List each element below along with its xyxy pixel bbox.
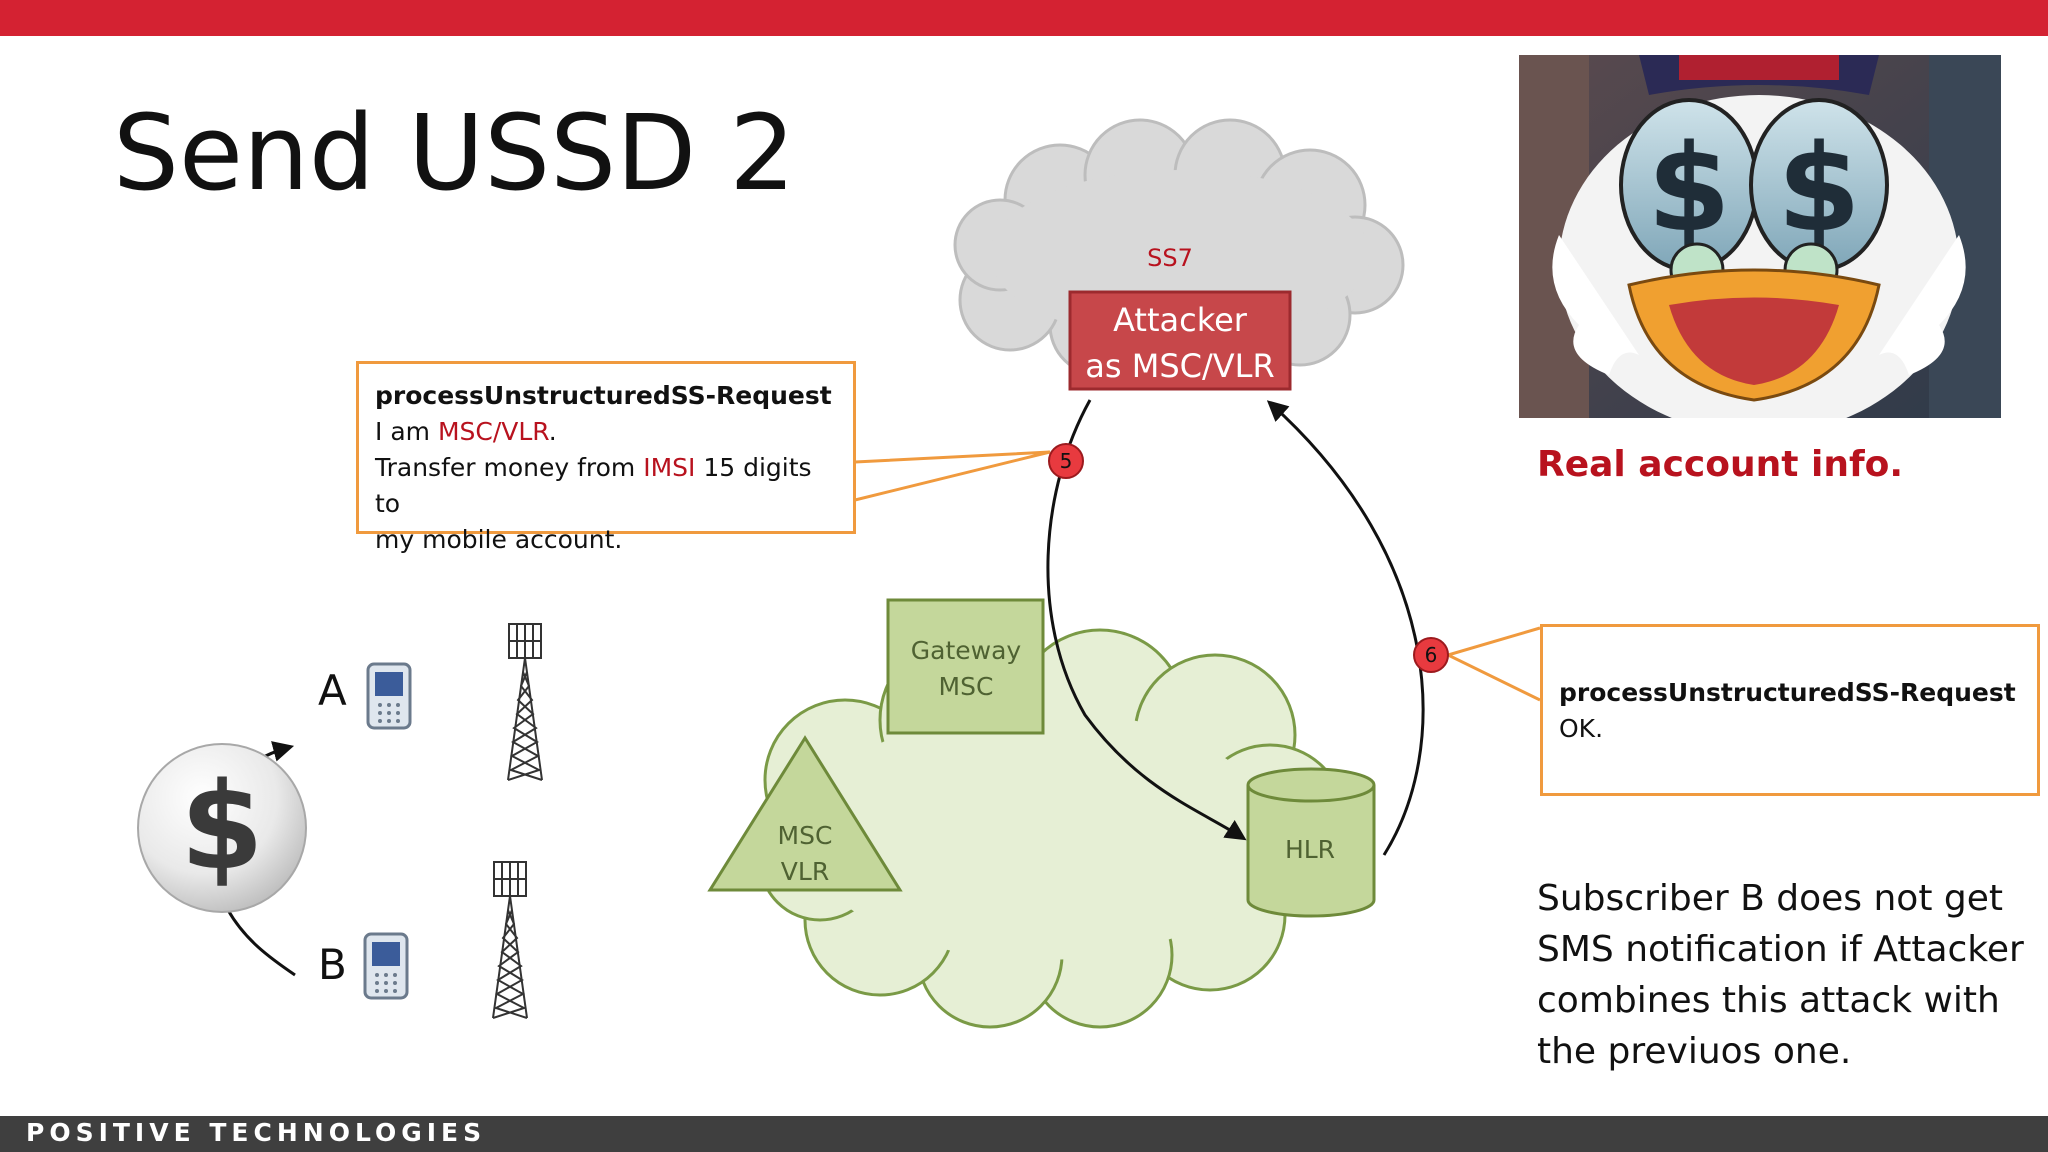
request-callout-line-1: I am MSC/VLR. (375, 417, 557, 446)
request-callout-line-2: Transfer money from IMSI 15 digits to (375, 453, 812, 518)
callout-6-pointer (1443, 626, 1541, 702)
mobile-phone-icon (366, 662, 412, 730)
step-5-marker (1048, 443, 1084, 479)
request-callout-line-3: my mobile account. (375, 525, 623, 554)
mobile-phone-icon (363, 932, 409, 1000)
ss7-cloud-label: SS7 (1147, 244, 1193, 272)
request-callout-title: processUnstructuredSS-Request (375, 381, 832, 410)
response-callout-title: processUnstructuredSS-Request (1559, 678, 2016, 707)
cartoon-photo: $ $ (1519, 55, 2001, 418)
step-6-number: 6 (1424, 643, 1438, 667)
step-6-marker (1413, 637, 1449, 673)
msc-vlr-label: MSC VLR (777, 821, 833, 886)
cell-tower-icon (492, 861, 528, 1019)
svg-text:$: $ (180, 758, 264, 897)
line-from-b (226, 909, 296, 977)
page-title: Send USSD 2 (113, 92, 796, 214)
hlr-label: HLR (1284, 835, 1336, 864)
svg-text:$: $ (1647, 120, 1731, 259)
dollar-coin-icon: $ (137, 743, 307, 913)
subscriber-note: Subscriber B does not get SMS notificati… (1537, 878, 2024, 1072)
attacker-node-label: Attacker as MSC/VLR (1085, 301, 1275, 385)
request-callout: processUnstructuredSS-Request I am MSC/V… (356, 361, 856, 554)
response-callout: processUnstructuredSS-Request OK. (1540, 624, 2040, 796)
hlr-node (1246, 767, 1376, 918)
subscriber-a-label: A (318, 666, 347, 715)
step-5-number: 5 (1059, 449, 1073, 473)
msc-vlr-node (707, 735, 903, 892)
cell-tower-icon (507, 623, 543, 781)
brand-logo: POSITIVE TECHNOLOGIES (26, 1118, 487, 1147)
response-callout-body: OK. (1559, 714, 1604, 743)
attacker-node (1068, 290, 1292, 391)
gateway-msc-node (886, 598, 1045, 735)
real-account-info-caption: Real account info. (1537, 444, 1904, 485)
callout-5-pointer (854, 450, 1051, 502)
bottom-brand-bar (0, 1116, 2048, 1152)
arrow-request (1046, 399, 1247, 841)
svg-text:$: $ (1777, 120, 1861, 259)
top-accent-bar (0, 0, 2048, 36)
gateway-msc-label: Gateway MSC (910, 636, 1022, 701)
subscriber-b-label: B (318, 940, 347, 989)
